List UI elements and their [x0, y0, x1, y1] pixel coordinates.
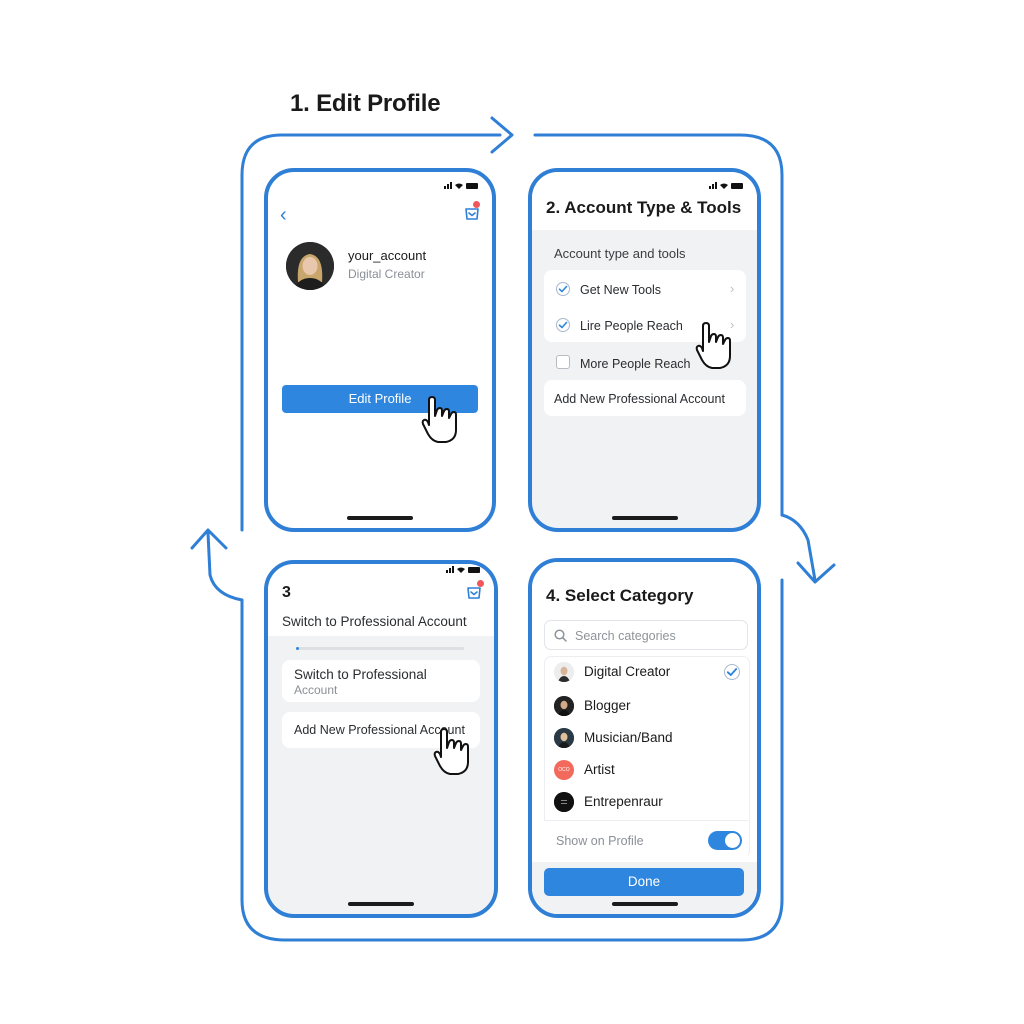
- category-avatar: [554, 662, 574, 682]
- status-bar: [709, 182, 743, 189]
- phone-account-type: 2. Account Type & Tools Account type and…: [528, 168, 761, 532]
- section-label: Switch to Professional Account: [282, 614, 467, 629]
- battery-icon: [466, 182, 478, 189]
- list-item[interactable]: Lire People Reach: [580, 319, 683, 333]
- wifi-icon: [457, 567, 465, 573]
- category-avatar: [554, 792, 574, 812]
- check-icon[interactable]: [556, 318, 570, 332]
- chevron-right-icon: ›: [730, 281, 735, 296]
- page-title: 1. Edit Profile: [290, 90, 441, 117]
- avatar: [286, 242, 334, 290]
- category-avatar: OCO: [554, 760, 574, 780]
- pointer-hand-icon: [433, 728, 469, 775]
- search-placeholder: Search categories: [575, 629, 676, 643]
- battery-icon: [731, 182, 743, 189]
- bag-icon[interactable]: [464, 205, 480, 221]
- add-account-label[interactable]: Add New Professional Account: [554, 392, 725, 406]
- signal-icon: [709, 182, 717, 189]
- step-number: 3: [282, 584, 291, 601]
- category-label[interactable]: Musician/Band: [584, 730, 673, 745]
- tools-card: [544, 270, 746, 342]
- status-bar: [446, 566, 480, 573]
- signal-icon: [446, 566, 454, 573]
- screen-title: 2. Account Type & Tools: [546, 198, 742, 217]
- category-label[interactable]: Entrepenraur: [584, 794, 663, 809]
- bag-icon[interactable]: [466, 584, 482, 600]
- checkbox[interactable]: [556, 355, 570, 369]
- pointer-hand-icon: [695, 322, 731, 369]
- status-bar: [444, 182, 478, 189]
- done-button[interactable]: Done: [544, 868, 744, 896]
- category-label[interactable]: Artist: [584, 762, 615, 777]
- wifi-icon: [455, 183, 463, 189]
- home-indicator: [348, 902, 414, 906]
- show-on-profile-label: Show on Profile: [556, 834, 644, 848]
- switch-title[interactable]: Switch to Professional: [294, 667, 427, 682]
- phone-edit-profile: ‹ your_account Digital Creator Edit Prof…: [264, 168, 496, 532]
- chevron-right-icon: ›: [730, 317, 735, 332]
- home-indicator: [611, 902, 678, 906]
- list-item[interactable]: Get New Tools: [580, 283, 662, 297]
- switch-subtitle: Account: [294, 683, 338, 697]
- signal-icon: [444, 182, 452, 189]
- category-label[interactable]: Blogger: [584, 698, 631, 713]
- show-on-profile-toggle[interactable]: [708, 831, 742, 850]
- phone-select-category: 4. Select Category Search categories Dig…: [528, 558, 761, 918]
- wifi-icon: [720, 183, 728, 189]
- check-icon[interactable]: [556, 282, 570, 296]
- category-avatar: [554, 728, 574, 748]
- search-icon: [554, 629, 567, 642]
- section-label: Account type and tools: [554, 246, 686, 261]
- phone-switch-professional: 3 Switch to Professional Account Switch …: [264, 560, 498, 918]
- chevron-left-icon[interactable]: ‹: [280, 204, 287, 226]
- add-account-card[interactable]: [544, 380, 746, 416]
- progress-fill: [296, 647, 299, 650]
- search-input[interactable]: Search categories: [544, 620, 748, 650]
- switch-card[interactable]: [282, 660, 480, 702]
- pointer-hand-icon: [421, 396, 457, 443]
- role-label: Digital Creator: [348, 267, 425, 281]
- add-account-label[interactable]: Add New Professional Account: [294, 723, 465, 737]
- category-avatar: [554, 696, 574, 716]
- home-indicator: [347, 516, 413, 520]
- show-on-profile-row: Show on Profile: [544, 820, 748, 861]
- notification-dot: [477, 580, 484, 587]
- selected-check-icon[interactable]: [724, 664, 740, 680]
- username: your_account: [348, 248, 427, 263]
- battery-icon: [468, 566, 480, 573]
- category-label[interactable]: Digital Creator: [584, 664, 671, 679]
- home-indicator: [611, 516, 678, 520]
- list-item[interactable]: More People Reach: [580, 357, 691, 371]
- progress-bar: [296, 647, 464, 650]
- screen-title: 4. Select Category: [546, 586, 694, 605]
- notification-dot: [473, 201, 480, 208]
